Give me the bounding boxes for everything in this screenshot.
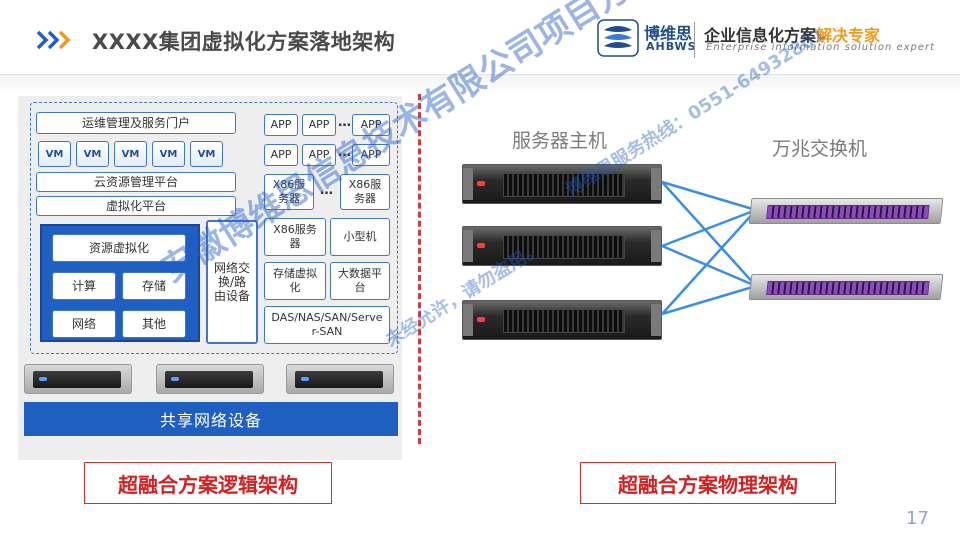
vm-box: VM bbox=[152, 141, 185, 167]
cloud-platform-box: 云资源管理平台 bbox=[36, 172, 236, 192]
logical-caption: 超融合方案逻辑架构 bbox=[84, 462, 332, 504]
app-box: APP bbox=[352, 144, 390, 166]
app-box: APP bbox=[264, 114, 298, 136]
storage-box: 存储 bbox=[122, 272, 186, 300]
logo-name-en: AHBWS bbox=[646, 40, 697, 53]
shared-network-bar: 共享网络设备 bbox=[24, 402, 398, 436]
logo-name-cn: 博维思 bbox=[644, 24, 693, 43]
compute-box: 计算 bbox=[52, 272, 116, 300]
switch-image bbox=[748, 274, 944, 300]
network-device-box: 网络交换/路由设备 bbox=[206, 220, 258, 344]
ellipsis-text: … bbox=[320, 183, 333, 198]
server-unit-image bbox=[156, 364, 264, 394]
rack-server-image bbox=[462, 300, 662, 340]
tagline: 企业信息化方案解决专家 bbox=[704, 22, 880, 46]
header-shadow-band bbox=[0, 75, 960, 95]
resource-virtualization-box: 资源虚拟化 bbox=[52, 234, 186, 262]
bigdata-platform-box: 大数据平台 bbox=[330, 262, 390, 300]
server-host-label: 服务器主机 bbox=[512, 130, 608, 152]
network-box: 网络 bbox=[52, 310, 116, 338]
tagline-en: Enterprise information solution expert bbox=[706, 42, 936, 53]
switch-image bbox=[748, 198, 944, 224]
rack-server-image bbox=[462, 226, 662, 266]
app-box: APP bbox=[302, 144, 336, 166]
app-box: APP bbox=[302, 114, 336, 136]
double-chevron-icon bbox=[36, 30, 71, 50]
virtualization-platform-box: 虚拟化平台 bbox=[36, 196, 236, 216]
x86-server-box: X86服务器 bbox=[264, 174, 314, 210]
company-logo-icon bbox=[597, 19, 639, 57]
ops-portal-box: 运维管理及服务门户 bbox=[36, 112, 236, 134]
switch-label: 万兆交换机 bbox=[772, 138, 868, 160]
server-unit-image bbox=[286, 364, 394, 394]
physical-caption: 超融合方案物理架构 bbox=[580, 462, 836, 504]
logical-dashed-frame bbox=[30, 102, 398, 354]
storage-virtualization-box: 存储虚拟化 bbox=[264, 262, 326, 300]
x86-server-box: X86服务器 bbox=[340, 174, 390, 210]
vm-box: VM bbox=[190, 141, 223, 167]
header-divider bbox=[0, 74, 960, 75]
app-box: APP bbox=[264, 144, 298, 166]
vm-box: VM bbox=[76, 141, 109, 167]
ellipsis-text: … bbox=[338, 145, 351, 160]
network-cables bbox=[661, 180, 757, 316]
vm-box: VM bbox=[38, 141, 71, 167]
server-unit-image bbox=[24, 364, 132, 394]
tagline-main: 企业信息化方案 bbox=[704, 26, 817, 45]
other-box: 其他 bbox=[122, 310, 186, 338]
page-title: XXXX集团虚拟化方案落地架构 bbox=[92, 30, 396, 54]
rack-server-image bbox=[462, 164, 662, 204]
page-number: 17 bbox=[906, 508, 929, 529]
header-separator bbox=[694, 22, 695, 58]
app-box: APP bbox=[352, 114, 390, 136]
section-divider bbox=[418, 94, 421, 444]
x86-server-box: X86服务器 bbox=[264, 218, 326, 256]
tagline-accent: 解决专家 bbox=[816, 26, 881, 45]
storage-types-box: DAS/NAS/SAN/Server-SAN bbox=[264, 306, 390, 344]
ellipsis-text: … bbox=[338, 115, 351, 130]
vm-box: VM bbox=[114, 141, 147, 167]
minicomputer-box: 小型机 bbox=[330, 218, 390, 256]
